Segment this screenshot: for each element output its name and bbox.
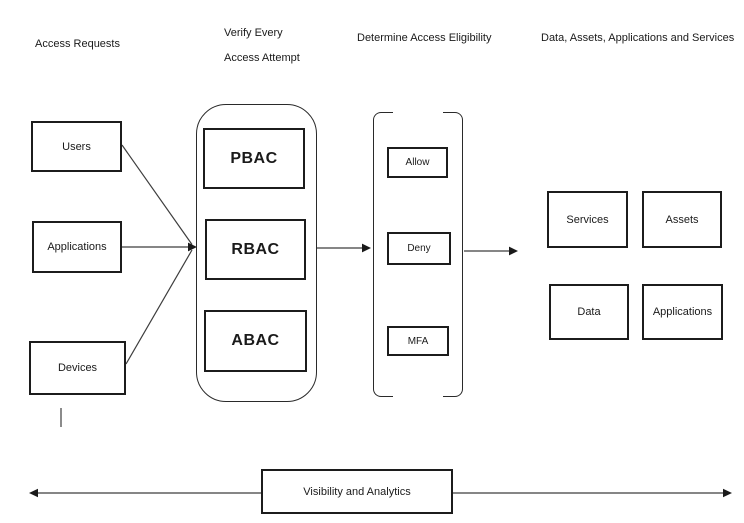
- decision-to-resources-arrowhead: [509, 246, 518, 256]
- visibility-left-arrowhead: [29, 488, 38, 498]
- applications-label: Applications: [47, 241, 107, 253]
- users-connector-line: [121, 144, 193, 245]
- users-box: Users: [31, 121, 122, 172]
- allow-label: Allow: [405, 157, 430, 168]
- pbac-label: PBAC: [230, 149, 278, 167]
- pbac-box: PBAC: [203, 128, 305, 189]
- devices-box: Devices: [29, 341, 126, 395]
- abac-label: ABAC: [231, 332, 280, 349]
- devices-label: Devices: [57, 362, 98, 374]
- converge-arrowhead: [188, 242, 197, 252]
- visibility-analytics-box: Visibility and Analytics: [261, 469, 453, 514]
- assets-label: Assets: [665, 213, 699, 226]
- devices-connector-line: [125, 249, 193, 365]
- data-box: Data: [549, 284, 629, 340]
- visibility-right-arrowhead: [723, 488, 732, 498]
- rbac-box: RBAC: [205, 219, 306, 280]
- decision-bracket-left: [373, 112, 393, 397]
- applications-resource-label: Applications: [652, 306, 713, 318]
- data-label: Data: [577, 306, 601, 318]
- header-resources: Data, Assets, Applications and Services: [541, 32, 735, 44]
- abac-box: ABAC: [204, 310, 307, 372]
- services-box: Services: [547, 191, 628, 248]
- users-label: Users: [62, 140, 91, 153]
- decision-bracket-right: [443, 112, 463, 397]
- header-determine-eligibility: Determine Access Eligibility: [357, 32, 492, 44]
- allow-box: Allow: [387, 147, 448, 178]
- services-label: Services: [566, 213, 609, 226]
- policy-to-decision-arrowhead: [362, 243, 371, 253]
- applications-resource-box: Applications: [642, 284, 723, 340]
- header-access-attempt: Access Attempt: [224, 52, 300, 64]
- deny-label: Deny: [407, 243, 431, 254]
- rbac-label: RBAC: [231, 240, 280, 258]
- mfa-box: MFA: [387, 326, 449, 356]
- assets-box: Assets: [642, 191, 722, 248]
- mfa-label: MFA: [407, 335, 429, 347]
- header-access-requests: Access Requests: [35, 38, 120, 50]
- deny-box: Deny: [387, 232, 451, 265]
- visibility-analytics-label: Visibility and Analytics: [303, 485, 411, 498]
- applications-box: Applications: [32, 221, 122, 273]
- header-verify-every: Verify Every: [224, 27, 283, 39]
